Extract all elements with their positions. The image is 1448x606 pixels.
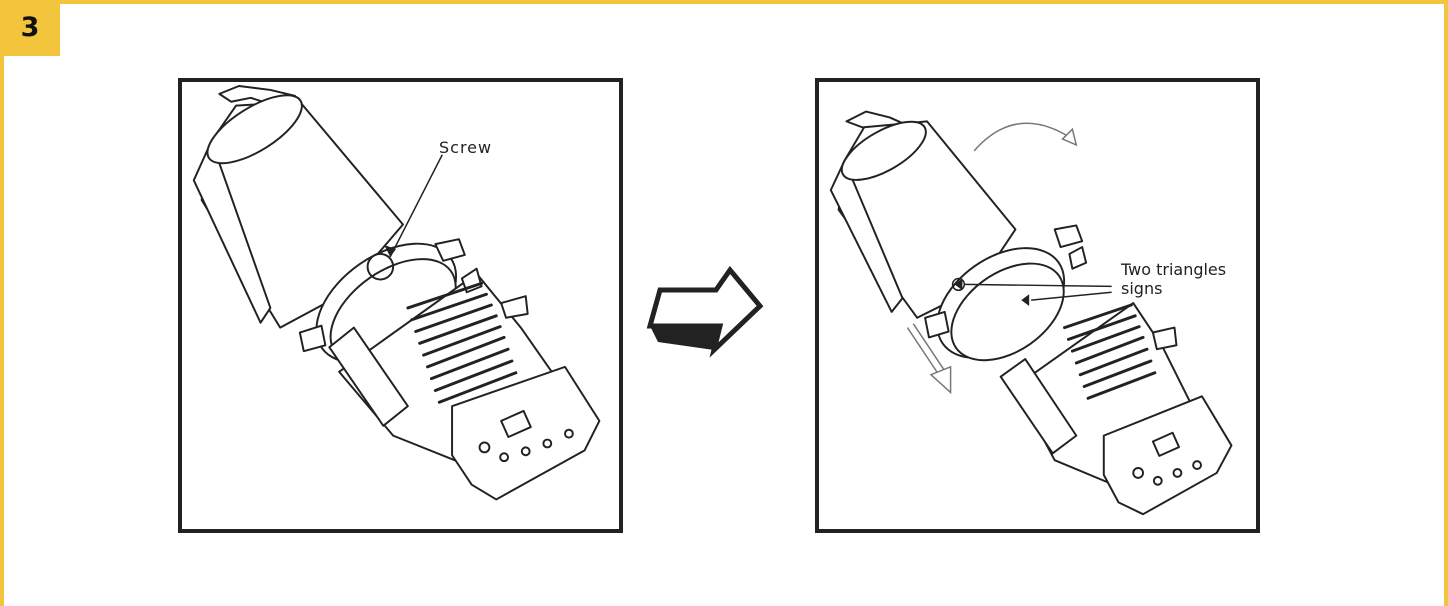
triangles-label: Two triangles signs [1121,260,1227,298]
step-number-badge: 3 [0,0,60,56]
panel-loosen-screw: Screw [178,78,623,533]
right-arrow-icon [646,265,764,358]
fixture-rotated-illustration-icon [829,110,1233,516]
down-left-arrow-icon [906,323,952,395]
curved-arrow-icon [973,122,1078,152]
fixture-illustration-icon [192,85,601,501]
panel-rotate-align: Two triangles signs [815,78,1260,533]
screw-label: Screw [439,138,493,157]
